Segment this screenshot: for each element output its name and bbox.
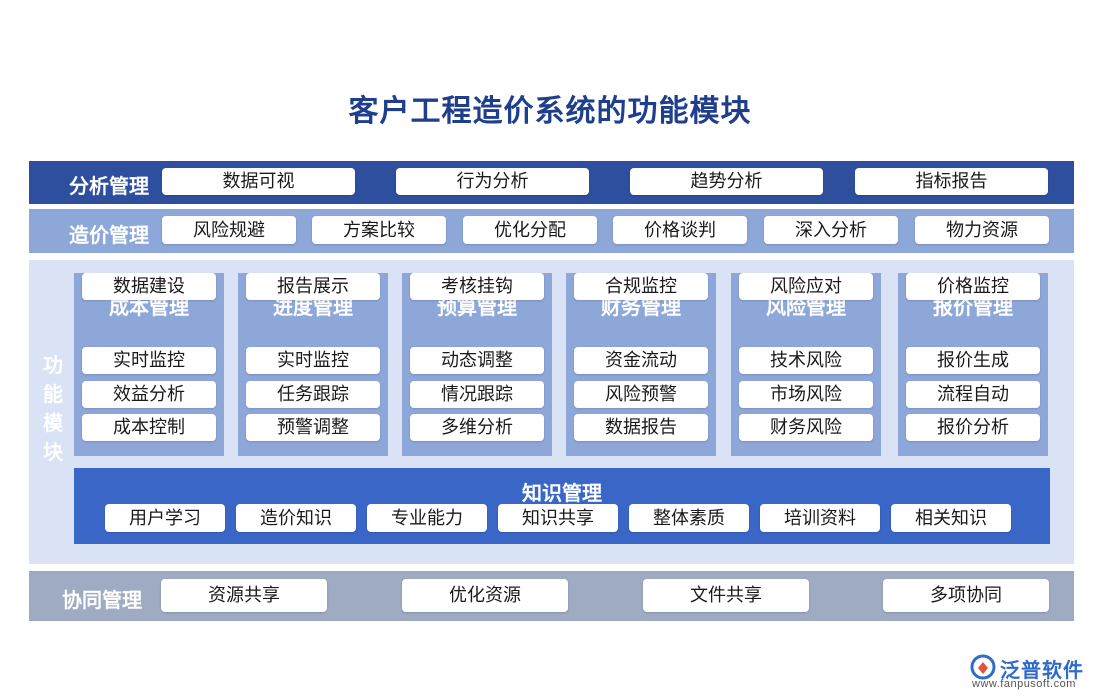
module-item: 情况跟踪 [410,381,544,408]
module-title: 成本管理 [109,297,189,319]
module-item: 价格监控 [906,273,1040,300]
module-column-budget: 预算管理 动态调整 情况跟踪 多维分析 考核挂钩 [402,273,552,456]
collaboration-item: 文件共享 [643,579,809,612]
module-item: 报告展示 [246,273,380,300]
collaboration-item: 资源共享 [161,579,327,612]
function-module-panel: 功能模块 成本管理 实时监控 效益分析 成本控制 数据建设 进度管理 实时监控 … [29,260,1074,564]
cost-item: 优化分配 [463,216,597,244]
knowledge-item: 相关知识 [891,504,1011,532]
knowledge-item: 培训资料 [760,504,880,532]
cost-management-label: 造价管理 [69,225,149,247]
module-item: 数据建设 [82,273,216,300]
module-column-finance: 财务管理 资金流动 风险预警 数据报告 合规监控 [566,273,716,456]
module-item: 动态调整 [410,347,544,374]
knowledge-item: 造价知识 [236,504,356,532]
module-column-progress: 进度管理 实时监控 任务跟踪 预警调整 报告展示 [238,273,388,456]
module-column-cost: 成本管理 实时监控 效益分析 成本控制 数据建设 [74,273,224,456]
module-item: 资金流动 [574,347,708,374]
module-item: 报价分析 [906,414,1040,441]
module-item: 多维分析 [410,414,544,441]
analysis-item: 数据可视 [162,168,355,195]
analysis-item: 行为分析 [396,168,589,195]
module-column-risk: 风险管理 技术风险 市场风险 财务风险 风险应对 [731,273,881,456]
cost-management-band: 造价管理 风险规避 方案比较 优化分配 价格谈判 深入分析 物力资源 [29,209,1074,253]
module-item: 合规监控 [574,273,708,300]
collaboration-item: 多项协同 [883,579,1049,612]
knowledge-item: 知识共享 [498,504,618,532]
knowledge-item: 专业能力 [367,504,487,532]
module-item: 实时监控 [82,347,216,374]
module-item: 市场风险 [739,381,873,408]
cost-item: 风险规避 [162,216,296,244]
knowledge-management-box: 知识管理 用户学习 造价知识 专业能力 知识共享 整体素质 培训资料 相关知识 [74,468,1050,544]
module-title: 预算管理 [437,297,517,319]
module-item: 考核挂钩 [410,273,544,300]
module-item: 财务风险 [739,414,873,441]
analysis-item: 指标报告 [855,168,1048,195]
module-item: 实时监控 [246,347,380,374]
module-item: 成本控制 [82,414,216,441]
knowledge-item: 整体素质 [629,504,749,532]
module-item: 技术风险 [739,347,873,374]
analysis-item: 趋势分析 [630,168,823,195]
analysis-management-label: 分析管理 [69,176,149,198]
knowledge-management-title: 知识管理 [522,483,602,505]
brand-logo: 泛普软件 www.fanpusoft.com [970,652,1095,694]
function-module-label: 功能模块 [43,355,63,464]
module-item: 任务跟踪 [246,381,380,408]
brand-name: 泛普软件 [1000,660,1084,682]
module-title: 财务管理 [601,297,681,319]
collaboration-management-band: 协同管理 资源共享 优化资源 文件共享 多项协同 [29,571,1074,621]
module-column-quotation: 报价管理 报价生成 流程自动 报价分析 价格监控 [898,273,1048,456]
module-item: 数据报告 [574,414,708,441]
module-item: 风险应对 [739,273,873,300]
module-title: 报价管理 [933,297,1013,319]
module-item: 效益分析 [82,381,216,408]
cost-item: 物力资源 [915,216,1049,244]
module-title: 进度管理 [273,297,353,319]
module-item: 流程自动 [906,381,1040,408]
collaboration-item: 优化资源 [402,579,568,612]
cost-item: 方案比较 [312,216,446,244]
brand-logo-icon [970,654,996,680]
module-item: 预警调整 [246,414,380,441]
page-title: 客户工程造价系统的功能模块 [348,95,752,128]
module-item: 风险预警 [574,381,708,408]
module-item: 报价生成 [906,347,1040,374]
brand-url: www.fanpusoft.com [972,678,1076,690]
analysis-management-band: 分析管理 数据可视 行为分析 趋势分析 指标报告 [29,161,1074,204]
cost-item: 深入分析 [764,216,898,244]
collaboration-management-label: 协同管理 [62,590,142,612]
cost-item: 价格谈判 [613,216,747,244]
knowledge-item: 用户学习 [105,504,225,532]
module-title: 风险管理 [766,297,846,319]
